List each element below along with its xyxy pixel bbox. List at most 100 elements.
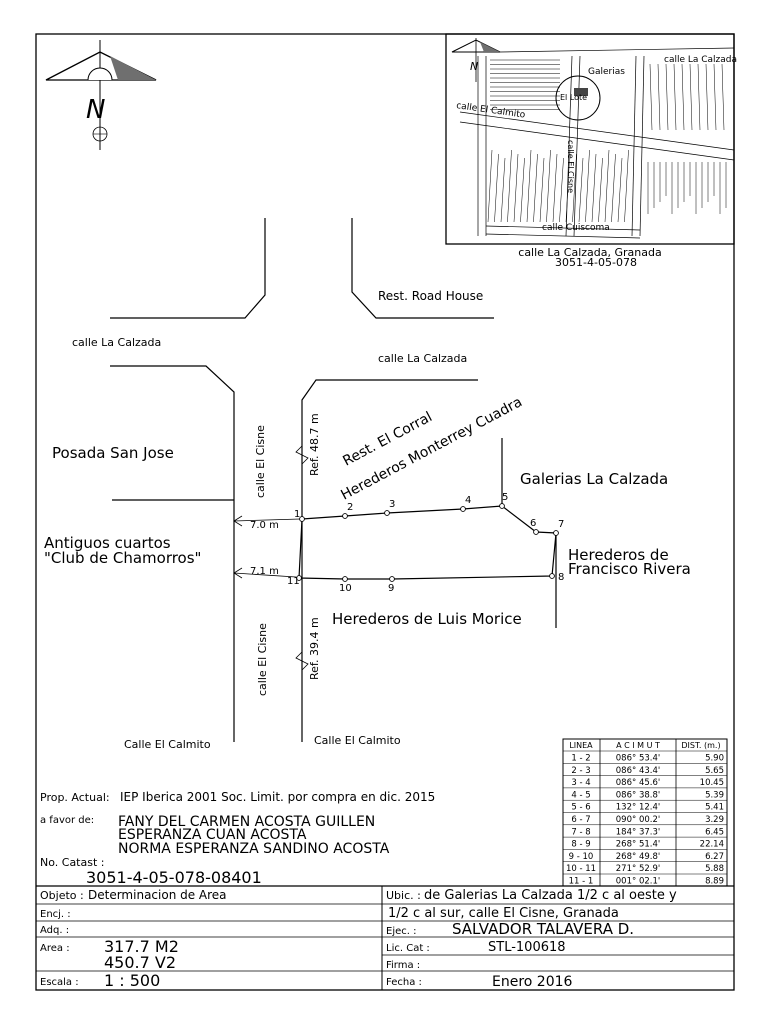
street-lines [110,218,557,742]
table-cell-line: 2 - 3 [571,766,590,776]
table-cell-line: 9 - 10 [569,852,594,862]
area-value-2: 450.7 V2 [104,953,176,972]
inset-label-lote: El Lote [560,93,587,102]
objeto-label: Objeto : [40,889,84,902]
reference-lines [233,400,309,730]
svg-text:N: N [470,60,478,73]
table-cell-distance: 5.90 [705,754,724,764]
vertex-point [499,503,505,509]
label-galerias: Galerias La Calzada [520,470,668,488]
vertex-point [549,573,555,579]
page-border [35,33,735,991]
table-cell-distance: 5.39 [705,790,724,800]
street-calmito-right: Calle El Calmito [314,734,401,747]
vertex-label: 10 [339,583,352,594]
owner-name-3: NORMA ESPERANZA SANDINO ACOSTA [118,841,390,857]
table-cell-azimuth: 268° 49.8' [616,852,660,862]
fecha-value: Enero 2016 [492,974,573,990]
dim-bottom: 7.1 m [250,566,279,577]
table-cell-azimuth: 090° 00.2' [616,815,660,825]
vertex-point [553,530,559,536]
inset-label-cisne: calle El Cisne [566,140,575,193]
prop-label: Prop. Actual: [40,791,110,804]
ejec-value: SALVADOR TALAVERA D. [452,920,634,938]
table-cell-line: 7 - 8 [571,827,590,837]
lic-label: Lic. Cat : [386,943,430,954]
label-rivera-1: Herederos de [568,546,669,564]
vertex-point [384,510,390,516]
table-cell-distance: 10.45 [700,778,724,788]
ejec-label: Ejec. : [386,926,416,937]
area-value: 317.7 M2 [104,937,179,956]
table-cell-distance: 5.41 [705,803,724,813]
inset-north-icon: N [451,38,501,82]
street-cisne-top: calle El Cisne [254,425,267,498]
area-label: Area : [40,943,70,954]
north-arrow-icon: N [45,40,157,150]
label-posada: Posada San Jose [52,444,174,462]
fecha-label: Fecha : [386,977,422,988]
table-cell-distance: 5.88 [705,864,724,874]
vertex-label: 2 [347,502,353,513]
vertex-label: 3 [389,499,395,510]
table-cell-azimuth: 001° 02.1' [616,877,660,887]
vertex-point [389,576,395,582]
vertex-label: 4 [465,495,471,506]
ubic-value-1: de Galerias La Calzada 1/2 c al oeste y [424,888,677,903]
ubic-value-2: 1/2 c al sur, calle El Cisne, Granada [388,906,619,921]
north-letter: N [86,95,105,125]
catast-value: 3051-4-05-078-08401 [86,868,262,887]
label-rivera-2: Francisco Rivera [568,560,691,578]
table-cell-azimuth: 086° 43.4' [616,766,660,776]
table-cell-azimuth: 086° 53.4' [616,754,660,764]
table-cell-line: 8 - 9 [571,840,590,850]
table-cell-distance: 6.27 [705,852,724,862]
ref-top: Ref. 48.7 m [308,413,321,476]
label-morice: Herederos de Luis Morice [332,610,522,628]
label-club-2: "Club de Chamorros" [44,549,201,567]
escala-value: 1 : 500 [104,971,160,990]
table-cell-distance: 6.45 [705,827,724,837]
table-cell-distance: 8.89 [705,877,724,887]
street-calzada-right: calle La Calzada [378,352,467,365]
table-cell-azimuth: 132° 12.4' [616,803,660,813]
street-cisne-bottom: calle El Cisne [256,623,269,696]
inset-label-calzada: calle La Calzada [664,55,737,65]
vertex-label: 11 [287,576,300,587]
table-cell-azimuth: 268° 51.4' [616,840,660,850]
inset-label-cuiscoma: calle Cuiscoma [542,223,610,233]
inset-label-galerias: Galerias [588,67,625,77]
table-cell-distance: 5.65 [705,766,724,776]
table-header-linea: LINEA [569,741,593,750]
table-cell-distance: 22.14 [700,840,724,850]
firma-label: Firma : [386,960,420,971]
table-cell-line: 3 - 4 [571,778,590,788]
vertex-point [342,576,348,582]
table-cell-azimuth: 271° 52.9' [616,864,660,874]
ubic-label: Ubic. : [386,889,421,902]
vertex-label: 8 [558,572,564,583]
table-header-dist: DIST. (m.) [681,741,720,750]
table-cell-azimuth: 086° 38.8' [616,790,660,800]
dim-top: 7.0 m [250,520,279,531]
table-cell-azimuth: 086° 45.6' [616,778,660,788]
lot-boundary [298,505,557,580]
table-cell-line: 4 - 5 [571,790,590,800]
inset-caption-1: calle La Calzada, Granada [518,246,661,259]
label-club-1: Antiguos cuartos [44,534,171,552]
label-road-house: Rest. Road House [378,289,483,303]
ref-bottom: Ref. 39.4 m [308,617,321,680]
objeto-value: Determinacion de Area [88,888,227,902]
encj-label: Encj. : [40,909,71,920]
inset-map: N calle La Calzada Galerias El Lote call… [445,33,737,269]
inset-label-calmito: calle El Calmito [456,101,527,121]
lic-value: STL-100618 [488,940,566,955]
prop-value: IEP Iberica 2001 Soc. Limit. por compra … [120,790,435,804]
table-cell-distance: 3.29 [705,815,724,825]
table-cell-line: 6 - 7 [571,815,590,825]
vertex-label: 1 [294,509,300,520]
favor-label: a favor de: [40,815,94,826]
table-cell-line: 10 - 11 [566,864,596,874]
